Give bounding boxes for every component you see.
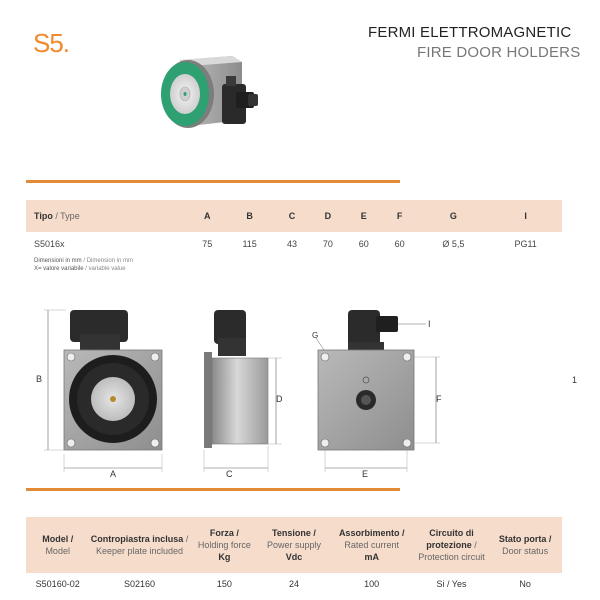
cell-protection-circuit: Si / Yes (436, 579, 467, 589)
header-cell-door-status: Stato porta /Door status (488, 517, 562, 573)
table-row: S5016x 75 115 43 70 60 60 Ø 5,5 PG11 (26, 232, 562, 256)
header-cell-model: Model /Model (26, 517, 90, 573)
cell-e: 60 (358, 239, 369, 249)
front-view (44, 309, 163, 472)
cell-model: S50160-02 (35, 579, 80, 589)
dimension-label-g: G (312, 331, 318, 340)
dimension-label-a: A (110, 469, 116, 479)
cell-g: Ø 5,5 (442, 239, 465, 249)
page-title-english: FIRE DOOR HOLDERS (417, 44, 581, 61)
header-cell-type: Tipo / Type (26, 200, 190, 232)
section-divider-bottom (26, 488, 400, 491)
cell-power-supply: 24 (288, 579, 299, 589)
back-view (315, 310, 440, 472)
header-cell-d: D (309, 200, 346, 232)
section-number: S5. (33, 28, 70, 58)
cell-b: 115 (242, 239, 257, 249)
cell-d: 70 (322, 239, 333, 249)
table-row: S50160-02 S02160 150 24 100 Si / Yes No (26, 573, 562, 595)
cell-keeper-plate: S02160 (124, 579, 156, 589)
variable-note: X= valore variabile / variable value (34, 266, 126, 272)
cell-rated-current: 100 (364, 579, 380, 589)
header-cell-c: C (274, 200, 310, 232)
side-view (203, 310, 282, 472)
header-cell-keeper-plate: Contropiastra inclusa / Keeper plate inc… (89, 517, 190, 573)
model-table: Model /Model Contropiastra inclusa / Kee… (26, 517, 562, 595)
units-note: Dimensioni in mm / Dimension in mm (34, 258, 134, 264)
cell-i: PG11 (514, 239, 537, 249)
model-header-row: Model /Model Contropiastra inclusa / Kee… (26, 517, 562, 573)
header-cell-i: I (489, 200, 562, 232)
page-number: 1 (572, 375, 578, 385)
dimension-label-i: I (428, 319, 431, 329)
header-cell-g: G (417, 200, 490, 232)
technical-drawing: B A D C G I F E (36, 309, 442, 479)
header-cell-protection-circuit: Circuito di protezione / Protection circ… (414, 517, 489, 573)
cell-a: 75 (202, 239, 213, 249)
cell-door-status: No (519, 579, 531, 589)
product-photo (161, 56, 258, 128)
section-divider-top (26, 180, 400, 183)
dimension-label-f: F (436, 394, 442, 404)
cell-holding-force: 150 (216, 579, 232, 589)
dimension-label-c: C (226, 469, 233, 479)
header-cell-b: B (225, 200, 275, 232)
page-title-italian: FERMI ELETTROMAGNETIC (368, 24, 572, 41)
cell-c: 43 (286, 239, 297, 249)
dimensions-table: Tipo / Type A B C D E F G I S5016x 75 11… (26, 200, 562, 256)
header-cell-f: F (381, 200, 418, 232)
dimension-label-b: B (36, 374, 42, 384)
cell-f: 60 (394, 239, 405, 249)
dimensions-header-row: Tipo / Type A B C D E F G I (26, 200, 562, 232)
header-cell-a: A (189, 200, 226, 232)
cell-type: S5016x (34, 239, 65, 249)
dimension-label-d: D (276, 394, 283, 404)
dimension-label-e: E (362, 469, 368, 479)
header-cell-e: E (345, 200, 382, 232)
